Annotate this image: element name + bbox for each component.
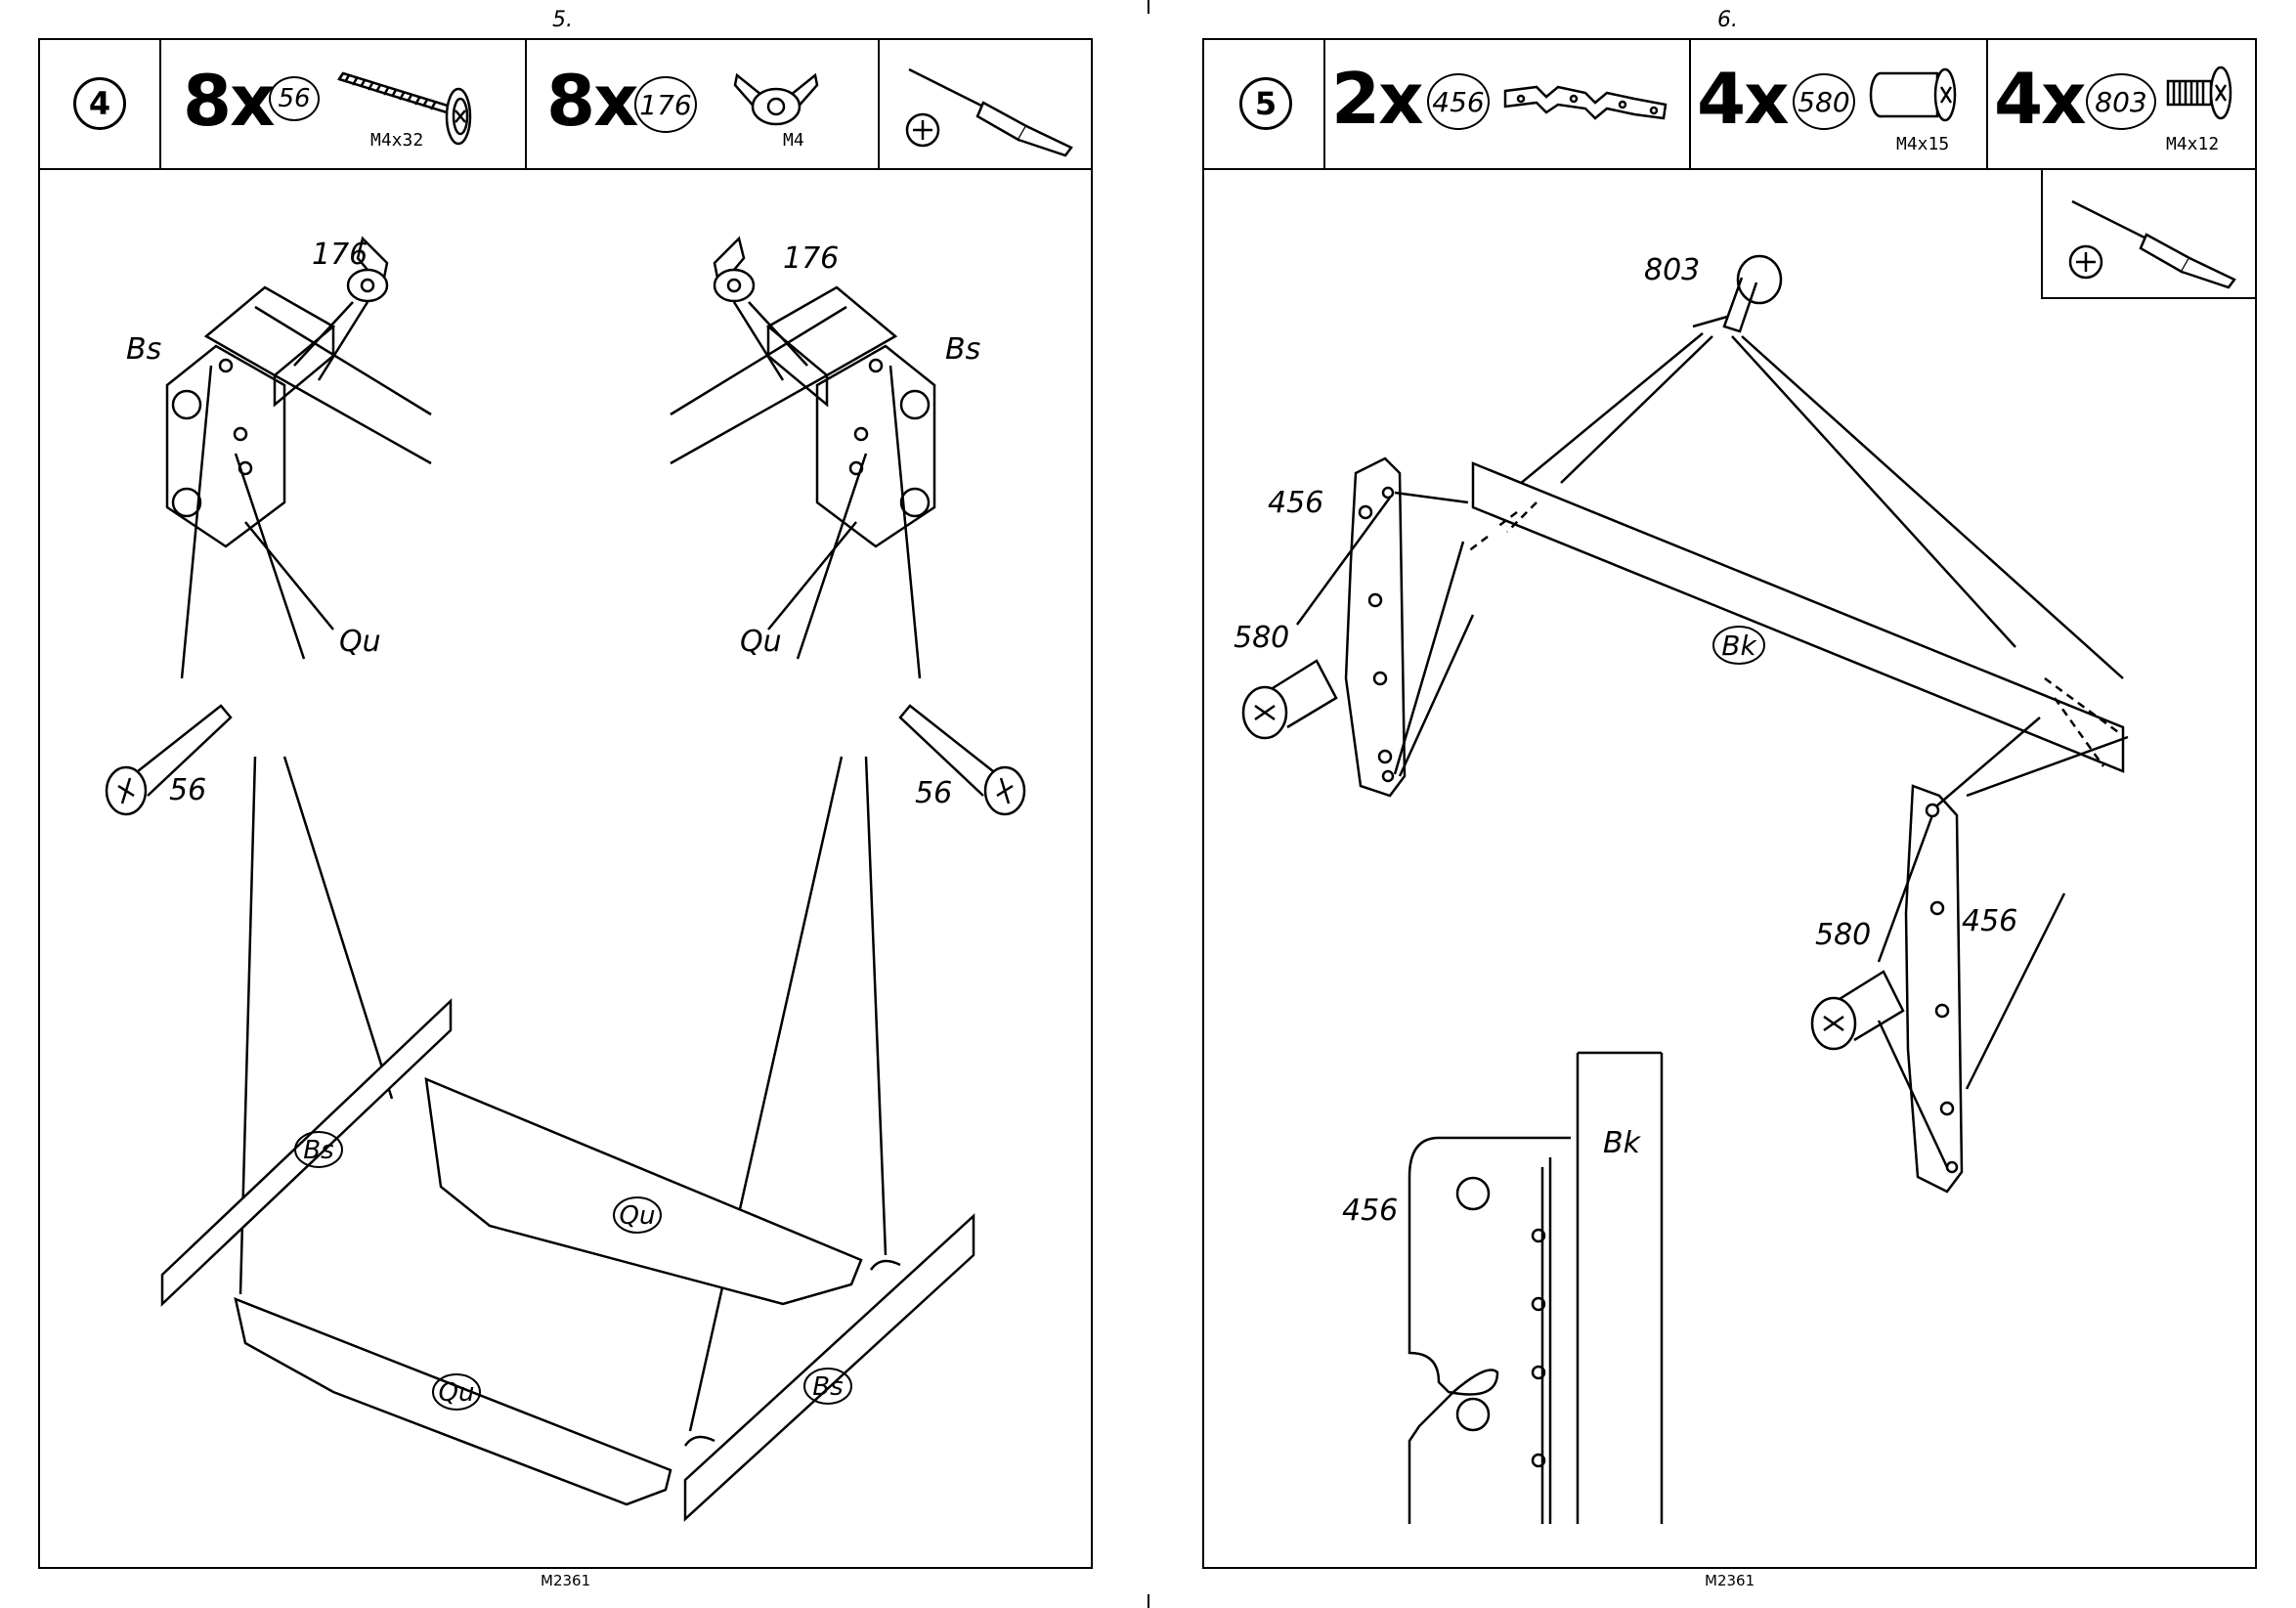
- connector-bolt-icon: [1867, 64, 1974, 132]
- part-cell-screw803: 4x 803 M4x12: [1988, 40, 2255, 168]
- part-quantity: 2x: [1331, 58, 1422, 140]
- page-number: 6.: [1717, 8, 1738, 32]
- assembly-diagram: 176 176 Bs Bs Qu Qu 56 56 Bs Qu Qu Bs: [40, 170, 1091, 1568]
- label-bs-left: Bs: [126, 332, 161, 367]
- footer-code: M2361: [541, 1572, 590, 1589]
- part-spec: M4x15: [1896, 134, 1949, 154]
- part-spec: M4x32: [370, 130, 423, 151]
- label-screw-803: 803: [1644, 253, 1700, 287]
- label-bs-panel-front: Bs: [812, 1372, 843, 1402]
- label-bs-right: Bs: [945, 332, 980, 367]
- part-quantity: 4x: [1994, 58, 2085, 140]
- part-cell-wingnut: 8x 176 M4: [527, 40, 880, 168]
- wingnut-icon: [727, 65, 825, 134]
- screwdriver-icon: [889, 58, 1085, 155]
- label-qu-panel-back: Qu: [620, 1201, 656, 1231]
- step-frame: 5 2x 456 4x 580: [1202, 38, 2257, 1569]
- label-wingnut-left: 176: [312, 238, 368, 272]
- part-id: 56: [269, 76, 320, 121]
- screw-icon: [2162, 64, 2250, 132]
- footer-code: M2361: [1705, 1572, 1754, 1589]
- part-quantity: 4x: [1697, 58, 1788, 140]
- step-cell: 4: [40, 40, 161, 168]
- label-detail-456: 456: [1342, 1194, 1398, 1228]
- label-bolt-580-left: 580: [1234, 621, 1289, 655]
- part-id: 456: [1427, 73, 1490, 130]
- part-quantity: 8x: [546, 60, 637, 142]
- instruction-page-left: 5. 4 8x 56 M4x32: [0, 0, 1148, 1608]
- label-wingnut-right: 176: [783, 241, 839, 276]
- label-bolt-left: 56: [169, 773, 206, 807]
- parts-header: 5 2x 456 4x 580: [1204, 40, 2255, 170]
- bracket-icon: [1497, 79, 1673, 128]
- part-cell-bracket: 2x 456: [1325, 40, 1691, 168]
- label-bolt-580-right: 580: [1815, 918, 1871, 952]
- instruction-page-right: 6. 5 2x 456 4x 580: [1148, 0, 2296, 1608]
- label-bracket-456-right: 456: [1962, 904, 2017, 938]
- label-qu-left: Qu: [339, 625, 381, 659]
- part-spec: M4x12: [2166, 134, 2219, 154]
- part-id: 803: [2086, 73, 2156, 130]
- part-cell-bolt580: 4x 580 M4x15: [1691, 40, 1988, 168]
- label-panel-bk: Bk: [1721, 630, 1757, 662]
- label-qu-right: Qu: [740, 625, 782, 659]
- step-number: 4: [73, 77, 126, 130]
- label-detail-bk: Bk: [1603, 1126, 1642, 1160]
- page-number: 5.: [552, 8, 573, 32]
- step-number: 5: [1239, 77, 1292, 130]
- label-qu-panel-front: Qu: [439, 1378, 475, 1408]
- part-cell-bolt: 8x 56 M4x32: [161, 40, 527, 168]
- label-bracket-456-top: 456: [1268, 486, 1323, 520]
- assembly-diagram: 803 456 580 580 456 456 Bk Bk: [1204, 170, 2255, 1568]
- part-id: 580: [1793, 73, 1855, 130]
- step-frame: 4 8x 56 M4x32 8x: [38, 38, 1093, 1569]
- label-bs-panel-back: Bs: [303, 1136, 333, 1165]
- part-id: 176: [634, 76, 697, 133]
- tool-cell: [880, 40, 1091, 168]
- step-cell: 5: [1204, 40, 1325, 168]
- parts-header: 4 8x 56 M4x32 8x: [40, 40, 1091, 170]
- part-spec: M4: [783, 130, 804, 151]
- label-bolt-right: 56: [915, 776, 952, 810]
- part-quantity: 8x: [183, 60, 274, 142]
